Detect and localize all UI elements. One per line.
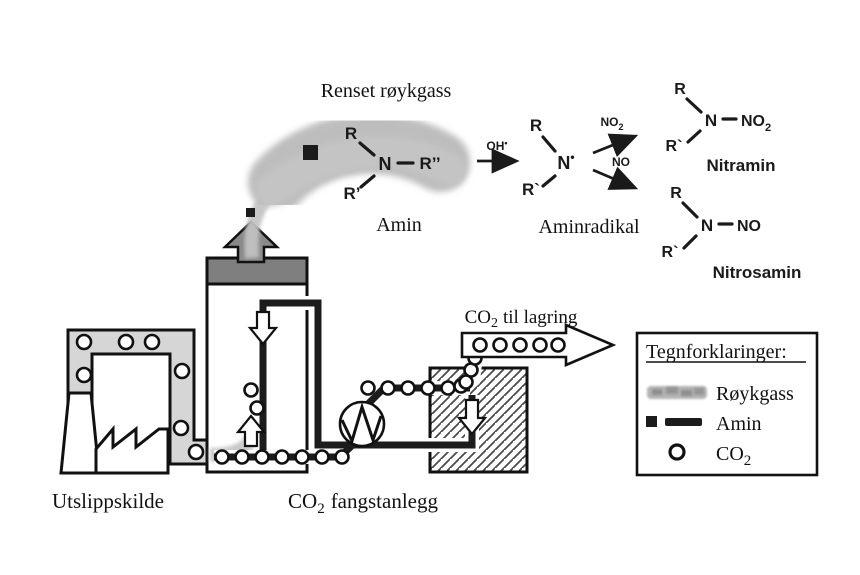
amine-structure: R N R’ R’’ <box>344 124 441 203</box>
legend-label-co2: CO2 <box>716 443 751 469</box>
no2-reaction-arrow: NO2 <box>592 115 639 158</box>
nitrosamin-n: N <box>701 216 713 235</box>
amin-r-prime: R’ <box>344 184 361 203</box>
amine-down-arrow <box>247 310 279 346</box>
nitramin-n: N <box>705 111 717 130</box>
desorber-down-arrow <box>456 398 488 436</box>
radical-r: R <box>530 116 542 135</box>
legend: Tegnforklaringer: Røykgass Amin CO2 <box>635 331 819 477</box>
flue-gas-duct <box>66 328 214 466</box>
amine-marker-small <box>246 208 255 217</box>
nitrosamin-no: NO <box>737 218 761 235</box>
nitrosamin-r: R <box>670 185 682 202</box>
amin-n: N <box>379 154 392 174</box>
legend-box <box>635 331 819 477</box>
no2-label: NO2 <box>600 115 623 132</box>
amine-label: Amin <box>376 214 422 236</box>
co2-storage-arrow <box>460 323 617 367</box>
smoke-plume <box>209 113 470 462</box>
heat-exchanger-coil <box>340 401 383 446</box>
nitramin-r: R <box>674 81 686 98</box>
legend-label-flue-gas: Røykgass <box>716 383 794 405</box>
nitramine-label: Nitramin <box>707 156 776 175</box>
factory-building <box>94 424 170 475</box>
oh-reaction-arrow: OH• <box>477 138 520 174</box>
no-label: NO <box>612 155 630 169</box>
amine-radical-label: Aminradikal <box>538 216 640 238</box>
chimney <box>59 391 101 475</box>
nitrosamine-structure: R N NO R` Nitrosamin <box>662 185 802 282</box>
legend-swatch-amine <box>646 416 702 427</box>
heat-exchanger <box>338 400 386 448</box>
gas-up-arrow <box>235 414 267 448</box>
amin-r: R <box>345 124 357 143</box>
radical-n: N• <box>557 150 574 173</box>
oh-label: OH• <box>486 138 507 153</box>
amine-marker-large <box>303 145 318 160</box>
legend-title: Tegnforklaringer: <box>646 341 787 363</box>
amine-radical-structure: R N• R` <box>522 116 575 199</box>
nitramin-r-prime: R` <box>666 138 683 155</box>
legend-label-amine: Amin <box>716 413 762 435</box>
factory <box>59 391 170 475</box>
nitrosamin-r-prime: R` <box>662 244 679 261</box>
co2-molecules-duct <box>75 333 205 461</box>
amin-r-dprime: R’’ <box>419 154 440 173</box>
radical-r-prime: R` <box>522 180 540 199</box>
no-reaction-arrow: NO <box>592 155 639 190</box>
legend-swatch-flue-gas <box>647 386 707 399</box>
flow-arrows <box>235 310 488 448</box>
legend-swatch-co2 <box>668 443 686 461</box>
nitramine-structure: R N NO2 R` Nitramin <box>666 81 776 175</box>
emission-source-label: Utslippskilde <box>52 489 164 513</box>
co2-molecules-loop <box>214 350 483 465</box>
nitramin-no2: NO2 <box>741 113 771 134</box>
nitrosamine-label: Nitrosamin <box>713 263 802 282</box>
clean-flue-gas-label: Renset røykgass <box>321 80 452 102</box>
